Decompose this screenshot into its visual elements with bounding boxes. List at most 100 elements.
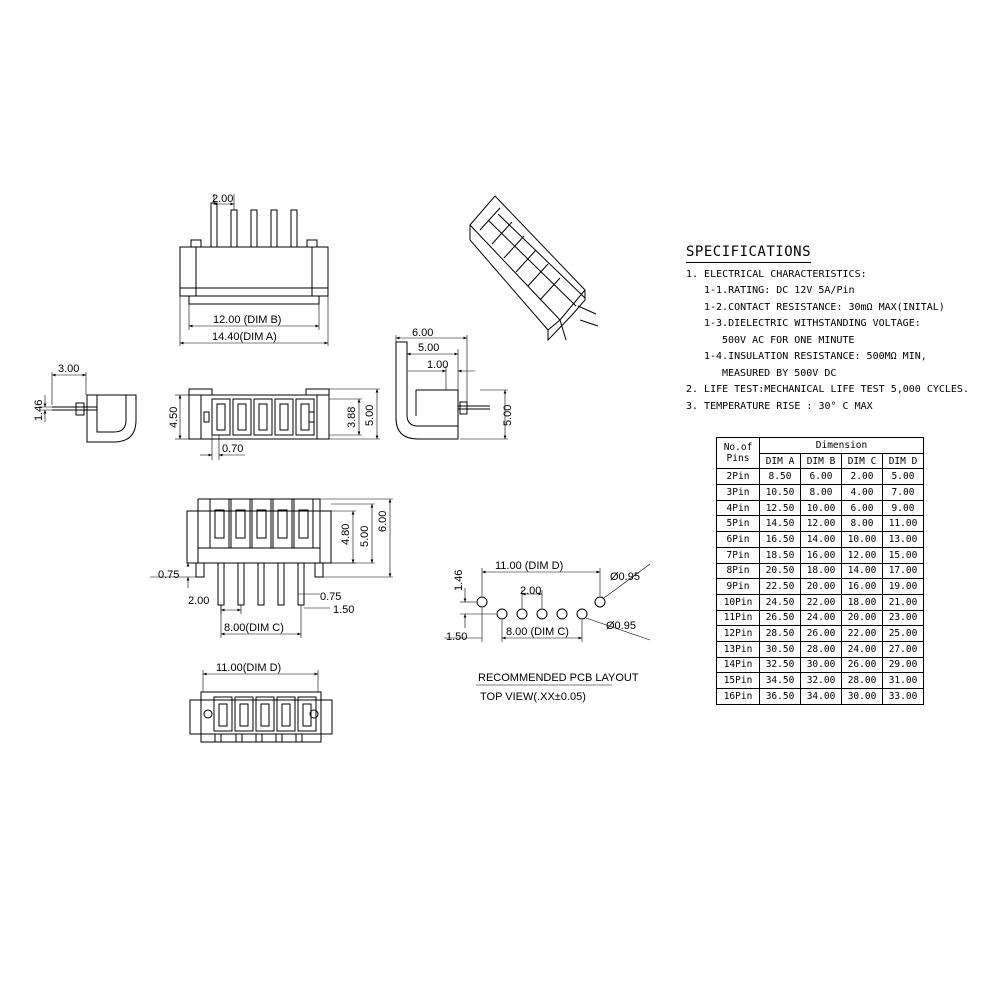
dimension-cell: 24.50 [759, 593, 801, 611]
isometric-view [469, 195, 599, 342]
dimension-cell: 34.00 [800, 688, 842, 705]
dimension-cell: 23.00 [882, 609, 924, 627]
dimension-cell: 13.00 [882, 531, 924, 548]
pcb-dim-d: 11.00 (DIM D) [495, 560, 563, 572]
dimension-cell: 28.00 [841, 672, 883, 689]
dimension-cell: 2.00 [841, 468, 883, 486]
spec-line: 1-4.INSULATION RESISTANCE: 500MΩ MIN, [704, 351, 927, 362]
dimension-column-header: DIM C [841, 452, 883, 470]
dimension-cell: 32.00 [800, 672, 842, 689]
dimension-cell: 12.00 [841, 546, 883, 564]
specifications-list: 1. ELECTRICAL CHARACTERISTICS:1-1.RATING… [686, 267, 986, 416]
pcb-title: RECOMMENDED PCB LAYOUT [478, 672, 639, 684]
side-left-width: 3.00 [58, 363, 79, 375]
dimension-cell: 33.00 [882, 688, 924, 705]
top-view: 2.00 12.00 (DIM B) 14.40(DIM A) [179, 193, 329, 346]
front-inner-height: 3.88 [346, 407, 358, 428]
dimension-cell: 20.50 [759, 562, 801, 580]
dimension-cell: 22.00 [841, 625, 883, 642]
dimension-cell: 7.00 [882, 484, 924, 501]
dimension-cell: 25.00 [882, 625, 924, 642]
dimension-cell: 18.50 [759, 546, 801, 564]
front-height: 4.50 [168, 407, 180, 428]
side-left-height: 1.46 [33, 400, 45, 421]
dimension-column-header: DIM D [882, 452, 924, 470]
side-right-w2: 5.00 [418, 342, 439, 354]
dimension-cell: 17.00 [882, 562, 924, 580]
dimension-cell: 9.00 [882, 499, 924, 517]
dimension-cell: 14.00 [841, 562, 883, 580]
dimension-cell: 20.00 [800, 578, 842, 595]
dimension-cell: 8.50 [759, 468, 801, 486]
pin-count-cell: 6Pin [716, 531, 760, 548]
front-view: 4.50 3.88 5.00 0.70 [168, 388, 380, 460]
dimension-cell: 15.00 [882, 546, 924, 564]
dimension-cell: 10.00 [800, 499, 842, 517]
side-right-w3: 1.00 [427, 359, 448, 371]
right-side-view: 6.00 5.00 1.00 5.00 [395, 327, 514, 440]
dimension-cell: 5.00 [882, 468, 924, 486]
dimension-cell: 31.00 [882, 672, 924, 689]
dimension-cell: 11.00 [882, 515, 924, 533]
pcb-dim-c: 8.00 (DIM C) [506, 626, 569, 638]
dimension-cell: 10.50 [759, 484, 801, 501]
left-side-view: 3.00 1.46 [33, 363, 137, 443]
dimension-cell: 12.50 [759, 499, 801, 517]
pin-count-cell: 4Pin [716, 499, 760, 517]
dimension-cell: 6.00 [841, 499, 883, 517]
pin-count-cell: 11Pin [716, 609, 760, 627]
pcb-subtitle: TOP VIEW(.XX±0.05) [480, 691, 586, 703]
pin-count-cell: 2Pin [716, 468, 760, 486]
dimension-group-header: Dimension [759, 437, 924, 454]
pin-count-cell: 15Pin [716, 672, 760, 689]
bottom-view: 11.00(DIM D) [189, 662, 333, 743]
dimension-cell: 20.00 [841, 609, 883, 627]
dimension-cell: 26.00 [841, 656, 883, 674]
spec-line: 1-3.DIELECTRIC WITHSTANDING VOLTAGE: [704, 318, 921, 329]
dimension-cell: 32.50 [759, 656, 801, 674]
pin-count-cell: 7Pin [716, 546, 760, 564]
dimension-cell: 19.00 [882, 578, 924, 595]
dimension-cell: 8.00 [800, 484, 842, 501]
dimension-cell: 14.00 [800, 531, 842, 548]
dimension-cell: 4.00 [841, 484, 883, 501]
pin-count-cell: 9Pin [716, 578, 760, 595]
mid-height-2: 5.00 [359, 526, 371, 547]
dimension-cell: 8.00 [841, 515, 883, 533]
dimension-cell: 16.00 [841, 578, 883, 595]
top-pitch-dim: 2.00 [212, 193, 233, 205]
front-total-height: 5.00 [364, 405, 376, 426]
pin-count-cell: 16Pin [716, 688, 760, 705]
pcb-layout: 11.00 (DIM D) 2.00 Ø0.95 Ø0.95 1.46 1.50… [444, 560, 651, 703]
dimension-cell: 26.50 [759, 609, 801, 627]
dimension-cell: 22.50 [759, 578, 801, 595]
dimension-cell: 14.50 [759, 515, 801, 533]
dimension-cell: 18.00 [841, 593, 883, 611]
dimension-cell: 30.00 [800, 656, 842, 674]
dimension-cell: 36.50 [759, 688, 801, 705]
spec-line: MEASURED BY 500V DC [722, 367, 837, 379]
mid-height-1: 4.80 [340, 524, 352, 545]
dimension-cell: 34.50 [759, 672, 801, 689]
pin-count-cell: 5Pin [716, 515, 760, 533]
mid-offset-left: 0.75 [158, 569, 179, 581]
dimension-cell: 21.00 [882, 593, 924, 611]
specifications-block: SPECIFICATIONS 1. ELECTRICAL CHARACTERIS… [686, 244, 986, 415]
dimension-cell: 12.00 [800, 515, 842, 533]
dimension-cell: 28.00 [800, 640, 842, 658]
dim-a-label: 14.40(DIM A) [212, 331, 277, 343]
side-right-w1: 6.00 [412, 327, 433, 339]
